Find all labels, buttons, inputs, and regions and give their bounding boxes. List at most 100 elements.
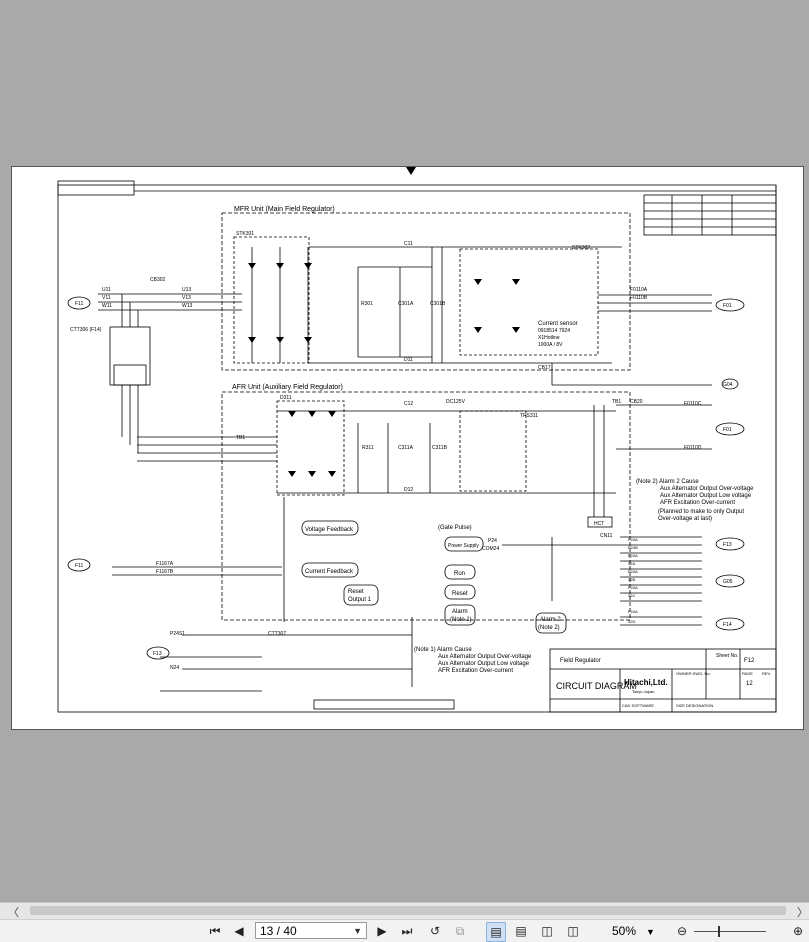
title-owner-dwg: OWNER DWG. No. <box>676 671 711 676</box>
stk301-label: STK301 <box>236 231 254 237</box>
n24-label: N24 <box>170 665 179 671</box>
scroll-right-icon[interactable]: 〉 <box>797 907 808 919</box>
first-page-icon[interactable]: ⏮ <box>209 923 221 938</box>
c301b-label: C301B <box>430 301 446 307</box>
prev-page-icon[interactable]: ◀ <box>234 924 244 938</box>
title-field-regulator: Field Regulator <box>560 658 601 664</box>
c311a-label: C311A <box>398 445 414 451</box>
page-number-input[interactable]: 13 / 40 ▼ <box>255 922 367 939</box>
circuit-diagram: MFR Unit (Main Field Regulator) AFR Unit… <box>57 167 777 713</box>
note1-line2: Aux Alternator Output Over-voltage <box>438 654 532 660</box>
c301a-label: C301A <box>398 301 414 307</box>
zoom-out-icon[interactable]: ⊖ <box>676 924 688 938</box>
title-page-val: 12 <box>746 681 753 687</box>
zoom-select[interactable]: 50%▼ <box>612 922 655 941</box>
r301-label: R301 <box>361 301 373 307</box>
c12-label: C12 <box>404 401 413 407</box>
f0110a-label: F0110A <box>630 287 648 293</box>
title-page-label: PAGE <box>742 671 753 676</box>
rotate-icon[interactable]: ↺ <box>429 924 441 938</box>
alarm-line2: (Note 1) <box>450 617 472 623</box>
c11-label: C11 <box>404 241 413 247</box>
title-sheet-no: Sheet No. <box>716 653 738 659</box>
last-page-icon[interactable]: ⏭ <box>401 923 413 938</box>
two-page-cont-icon[interactable]: ◫ <box>567 924 579 938</box>
two-page-icon[interactable]: ◫ <box>541 924 553 938</box>
d12-label: D12 <box>404 487 413 493</box>
terminal-g05: G05 <box>723 579 733 585</box>
scroll-thumb[interactable] <box>30 906 786 915</box>
sidebar-grip[interactable] <box>0 395 5 415</box>
trs311-label: TRS311 <box>520 413 538 419</box>
note1-line4: AFR Excitation Over-current <box>438 668 513 674</box>
terminal-f11-top: F11 <box>75 301 83 307</box>
fit-icon[interactable]: ⧉ <box>455 923 465 938</box>
w11-label: W11 <box>102 303 112 309</box>
current-sensor-line1: Current sensor <box>538 321 578 327</box>
next-page-icon[interactable]: ▶ <box>377 924 387 938</box>
p24-row-8: 32C <box>628 593 635 598</box>
gate-pulse-label: (Gate Pulse) <box>438 525 472 531</box>
zoom-slider-knob[interactable] <box>718 926 720 937</box>
p24-row-7: P24A <box>628 585 638 590</box>
terminal-f13-left: F13 <box>153 651 162 657</box>
v13-label: V13 <box>182 295 191 301</box>
note2-line2: Aux Alternator Output Over-voltage <box>660 486 754 492</box>
terminal-f13-right: F13 <box>723 542 732 548</box>
title-city: Tokyo Japan <box>632 689 654 694</box>
viewer-toolbar: ⏮ ◀ 13 / 40 ▼ ▶ ⏭ ↺ ⧉ ▤ ▤ ◫ ◫ 50%▼ ⊖ ⊕ <box>0 919 809 942</box>
run-label: Run <box>454 571 465 577</box>
reset-output-line2: Output 1 <box>348 597 372 603</box>
cb302-label: CB302 <box>150 277 166 283</box>
horizontal-scrollbar[interactable]: 〈 〉 <box>0 902 809 919</box>
u13-label: U13 <box>182 287 191 293</box>
current-sensor-line2: 0918514 7924 <box>538 328 570 334</box>
f0110c-label: F0110C <box>684 401 702 407</box>
d311-label: D311 <box>280 395 292 401</box>
p24-row-6: 32B <box>628 577 635 582</box>
w13-label: W13 <box>182 303 193 309</box>
f1167b-label: F1167B <box>156 569 174 575</box>
current-sensor-line4: 1000A / 8V <box>538 342 563 348</box>
r311-label: R311 <box>362 445 374 451</box>
p24-label: P24 <box>488 538 497 544</box>
document-page: MFR Unit (Main Field Regulator) AFR Unit… <box>11 166 804 730</box>
note2-line4: AFR Excitation Over-current <box>660 500 735 506</box>
c311b-label: C311B <box>432 445 448 451</box>
scroll-left-icon[interactable]: 〈 <box>8 907 19 919</box>
title-cad: CAD SOFTWARE <box>622 703 654 708</box>
afr-unit-label: AFR Unit (Auxiliary Field Regulator) <box>232 384 343 391</box>
cb17-label: CB17 <box>538 365 551 371</box>
alarm2-line1: Alarm 2 <box>540 617 561 623</box>
p24-row-10: 32D <box>628 619 635 624</box>
mfr-unit-label: MFR Unit (Main Field Regulator) <box>234 206 335 213</box>
alarm2-line2: (Note 2) <box>538 625 560 631</box>
zoom-dropdown-icon[interactable]: ▼ <box>646 927 655 937</box>
f0110b-label: F0110B <box>630 295 648 301</box>
cb20-label: CB20 <box>630 399 643 405</box>
note1-line3: Aux Alternator Output Low voltage <box>438 661 530 667</box>
title-company: Hitachi,Ltd. <box>624 678 668 687</box>
p24-row-9: P24A <box>628 609 638 614</box>
zoom-in-icon[interactable]: ⊕ <box>792 924 804 938</box>
v11-label: V11 <box>102 295 111 301</box>
note1-line1: (Note 1) Alarm Cause <box>414 647 472 653</box>
page-dropdown-icon[interactable]: ▼ <box>353 926 362 936</box>
alarm-line1: Alarm <box>452 609 468 615</box>
tb1-right-label: TB1 <box>612 399 621 405</box>
terminal-f11-bottom: F11 <box>75 563 83 569</box>
tb1-left-label: TB1 <box>236 435 245 441</box>
continuous-icon[interactable]: ▤ <box>515 924 527 938</box>
title-rev: REV. <box>762 671 771 676</box>
note2-line3: Aux Alternator Output Low voltage <box>660 493 752 499</box>
single-page-icon[interactable]: ▤ <box>486 922 506 942</box>
ctt307-label: CTT307 <box>268 631 286 637</box>
d11-label: D11 <box>404 357 413 363</box>
f1167a-label: F1167A <box>156 561 174 567</box>
f0110d-label: F0110D <box>684 445 702 451</box>
title-sheet-val: F12 <box>744 658 755 664</box>
zoom-slider[interactable] <box>694 926 766 937</box>
stk302-label: STK302 <box>572 245 590 251</box>
p24-row-3: P24A <box>628 553 638 558</box>
cn11-label: CN11 <box>600 533 613 539</box>
